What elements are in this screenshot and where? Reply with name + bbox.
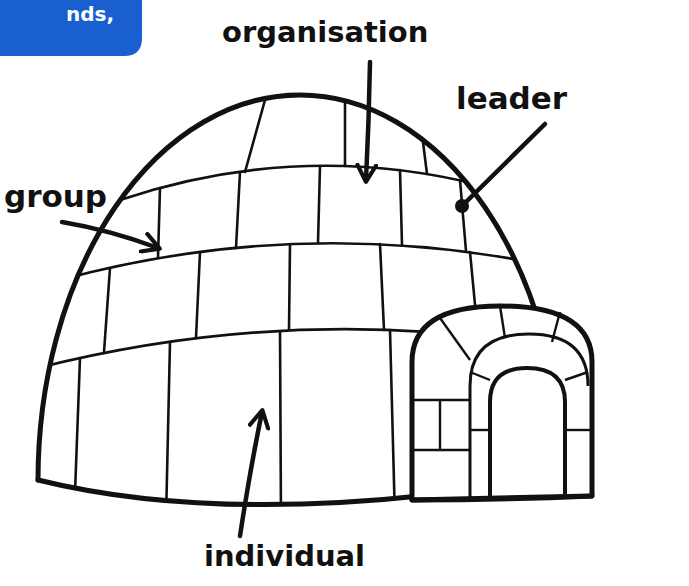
callout-label: leader — [456, 80, 567, 116]
callout-label: individual — [204, 540, 365, 573]
igloo-entrance — [412, 306, 592, 500]
dome-base — [38, 480, 430, 505]
leader-lines — [62, 62, 545, 536]
callout-label: group — [4, 178, 107, 214]
blue-panel — [0, 0, 142, 56]
leader-dot — [455, 199, 469, 213]
panel-text: nds, — [66, 3, 114, 26]
callout-label: organisation — [222, 16, 428, 49]
